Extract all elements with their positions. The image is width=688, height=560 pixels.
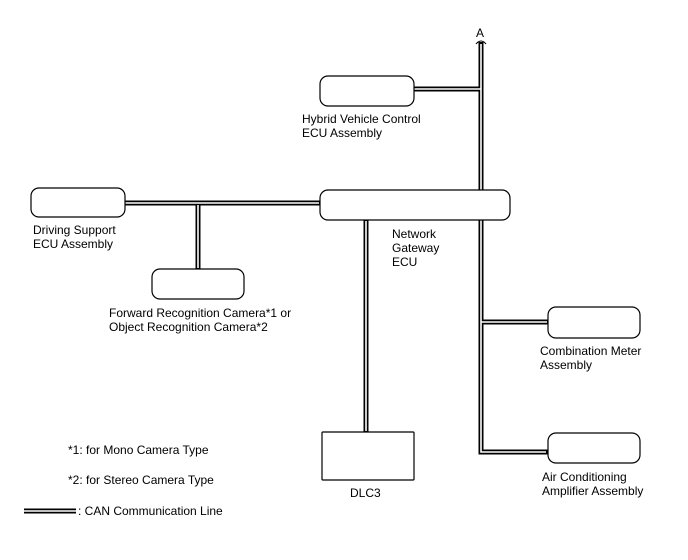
driving-support-ecu-box xyxy=(30,187,126,218)
air-conditioning-label: Air Conditioning Amplifier Assembly xyxy=(542,470,643,498)
hybrid-ecu-box xyxy=(319,75,415,107)
gateway-label-line3: ECU xyxy=(392,255,417,269)
hybrid-ecu-label-line2: ECU Assembly xyxy=(302,126,382,140)
camera-label-line1: Forward Recognition Camera*1 or xyxy=(109,306,291,320)
legend-label: : CAN Communication Line xyxy=(78,504,223,518)
gateway-label-line1: Network xyxy=(392,227,437,241)
aircon-label-line2: Amplifier Assembly xyxy=(542,484,643,498)
combination-meter-label: Combination Meter Assembly xyxy=(540,344,641,372)
legend: : CAN Communication Line xyxy=(24,504,223,518)
main-bus-line xyxy=(478,42,548,455)
gateway-ecu-label: Network Gateway ECU xyxy=(392,227,439,269)
combination-meter-box xyxy=(547,306,641,339)
driving-support-ecu-label: Driving Support ECU Assembly xyxy=(33,223,116,251)
bus-label-a: A xyxy=(476,26,484,40)
meter-label-line1: Combination Meter xyxy=(540,344,641,358)
aircon-label-line1: Air Conditioning xyxy=(542,470,627,484)
driving-support-label-line2: ECU Assembly xyxy=(33,237,113,251)
camera-label-line2: Object Recognition Camera*2 xyxy=(109,320,268,334)
hybrid-ecu-label: Hybrid Vehicle Control ECU Assembly xyxy=(302,112,421,140)
dlc3-label: DLC3 xyxy=(350,486,381,500)
can-lines xyxy=(124,42,548,455)
gateway-ecu-box xyxy=(319,189,511,221)
gateway-label-line2: Gateway xyxy=(392,241,439,255)
footnote-stereo: *2: for Stereo Camera Type xyxy=(68,473,214,487)
dlc3-box xyxy=(321,431,415,481)
bus-end-marker: A xyxy=(475,26,487,45)
meter-label-line2: Assembly xyxy=(540,358,592,372)
air-conditioning-box xyxy=(547,432,641,464)
footnote-mono: *1: for Mono Camera Type xyxy=(68,443,209,457)
hybrid-ecu-label-line1: Hybrid Vehicle Control xyxy=(302,112,421,126)
driving-support-label-line1: Driving Support xyxy=(33,223,116,237)
camera-label: Forward Recognition Camera*1 or Object R… xyxy=(109,306,291,334)
camera-box xyxy=(151,268,245,300)
